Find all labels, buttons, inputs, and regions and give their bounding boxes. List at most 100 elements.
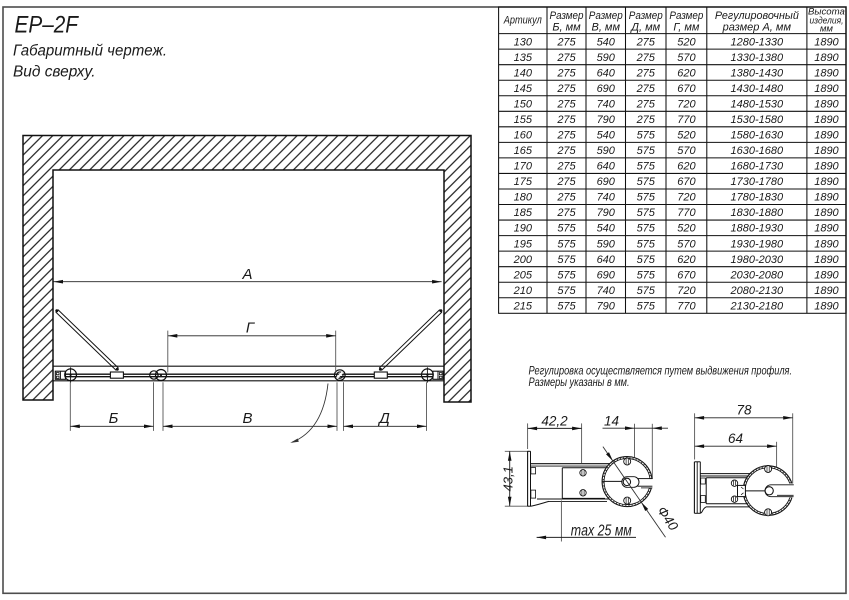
svg-text:Г, мм: Г, мм [673,21,700,33]
svg-text:1890: 1890 [814,52,839,64]
svg-text:155: 155 [514,114,533,126]
svg-text:1890: 1890 [814,114,839,126]
svg-text:64: 64 [728,431,743,446]
svg-text:275: 275 [636,83,656,95]
svg-text:Вид сверху.: Вид сверху. [13,64,96,81]
svg-text:575: 575 [637,161,656,173]
svg-text:Размер: Размер [669,10,703,22]
svg-text:275: 275 [556,36,576,48]
svg-text:В, мм: В, мм [591,21,620,33]
svg-text:740: 740 [597,285,616,297]
svg-text:690: 690 [597,176,616,188]
svg-text:2030-2080: 2030-2080 [730,269,784,281]
svg-text:1380-1430: 1380-1430 [731,67,784,79]
svg-text:540: 540 [597,130,616,142]
svg-text:175: 175 [514,176,533,188]
svg-text:570: 570 [677,145,696,157]
svg-text:690: 690 [597,269,616,281]
svg-text:Размер: Размер [629,10,663,22]
svg-text:1890: 1890 [814,285,839,297]
svg-text:520: 520 [677,36,696,48]
svg-text:620: 620 [677,254,696,266]
svg-text:1890: 1890 [814,67,839,79]
svg-text:1890: 1890 [814,192,839,204]
svg-text:1880-1930: 1880-1930 [731,223,784,235]
svg-text:540: 540 [597,223,616,235]
svg-text:1890: 1890 [814,223,839,235]
svg-text:78: 78 [736,403,752,418]
svg-text:575: 575 [637,254,656,266]
svg-text:670: 670 [677,83,696,95]
svg-text:размер А, мм: размер А, мм [722,21,792,33]
svg-text:Размеры указаны в мм.: Размеры указаны в мм. [529,375,630,389]
svg-text:Артикул: Артикул [503,15,542,27]
svg-text:1890: 1890 [814,98,839,110]
svg-text:790: 790 [597,114,616,126]
svg-text:570: 570 [677,52,696,64]
svg-text:640: 640 [597,67,616,79]
svg-text:790: 790 [597,300,616,312]
svg-text:575: 575 [557,254,576,266]
svg-text:165: 165 [514,145,533,157]
svg-text:575: 575 [637,300,656,312]
svg-text:575: 575 [637,285,656,297]
svg-text:2130-2180: 2130-2180 [730,300,784,312]
svg-text:1890: 1890 [814,36,839,48]
svg-text:1890: 1890 [814,207,839,219]
svg-text:520: 520 [677,223,696,235]
svg-text:1830-1880: 1830-1880 [731,207,784,219]
svg-text:195: 195 [514,238,533,250]
svg-text:275: 275 [556,130,576,142]
svg-text:275: 275 [556,98,576,110]
svg-text:740: 740 [597,98,616,110]
svg-text:200: 200 [513,254,533,266]
svg-text:1980-2030: 1980-2030 [731,254,784,266]
svg-text:210: 210 [513,285,533,297]
svg-text:max 25 мм: max 25 мм [571,522,632,539]
svg-text:190: 190 [514,223,533,235]
svg-text:42,2: 42,2 [541,413,568,428]
svg-text:620: 620 [677,67,696,79]
svg-text:А: А [241,266,252,283]
svg-text:275: 275 [636,52,656,64]
svg-text:590: 590 [597,238,616,250]
svg-text:Высота: Высота [808,7,845,18]
svg-text:575: 575 [637,130,656,142]
svg-text:1280-1330: 1280-1330 [731,36,784,48]
svg-text:575: 575 [557,300,576,312]
svg-text:575: 575 [637,145,656,157]
svg-text:Д, мм: Д, мм [629,21,660,33]
svg-text:690: 690 [597,83,616,95]
svg-text:160: 160 [514,130,533,142]
svg-text:1730-1780: 1730-1780 [731,176,784,188]
svg-text:575: 575 [557,285,576,297]
svg-text:540: 540 [597,36,616,48]
svg-text:1780-1830: 1780-1830 [731,192,784,204]
svg-text:1890: 1890 [814,145,839,157]
svg-text:670: 670 [677,176,696,188]
svg-text:575: 575 [557,238,576,250]
svg-text:1480-1530: 1480-1530 [731,98,784,110]
svg-text:1890: 1890 [814,254,839,266]
svg-text:575: 575 [637,223,656,235]
svg-text:170: 170 [514,161,533,173]
svg-text:275: 275 [636,36,656,48]
svg-text:215: 215 [513,300,533,312]
svg-text:1530-1580: 1530-1580 [731,114,784,126]
svg-text:275: 275 [636,114,656,126]
svg-text:575: 575 [557,223,576,235]
svg-text:В: В [242,410,252,427]
svg-text:130: 130 [514,36,533,48]
svg-text:275: 275 [556,145,576,157]
svg-text:640: 640 [597,161,616,173]
svg-text:140: 140 [514,67,533,79]
svg-text:275: 275 [556,83,576,95]
svg-text:1680-1730: 1680-1730 [731,161,784,173]
svg-text:770: 770 [677,300,696,312]
svg-text:275: 275 [636,98,656,110]
svg-text:575: 575 [637,192,656,204]
svg-text:1630-1680: 1630-1680 [731,145,784,157]
svg-text:180: 180 [514,192,533,204]
svg-text:Г: Г [246,320,256,337]
svg-text:135: 135 [514,52,533,64]
